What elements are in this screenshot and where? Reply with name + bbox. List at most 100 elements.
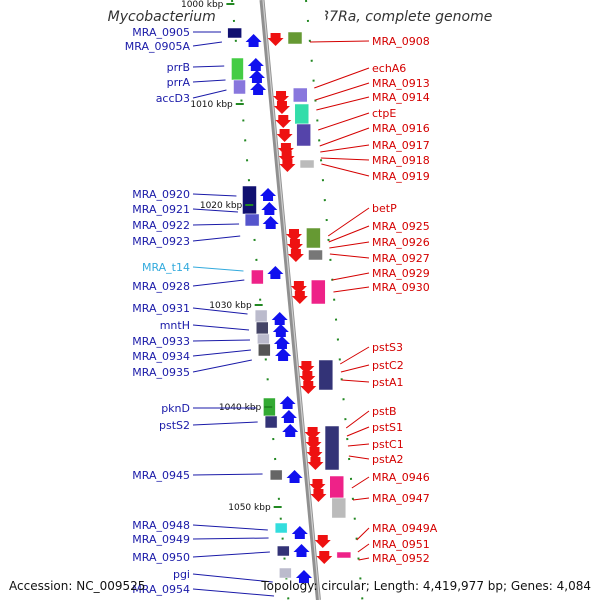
gene-label-left: MRA_0934 [132,350,190,363]
gene-arrow-plus [310,489,327,502]
leader-line-right [341,379,370,383]
gene-arrow-minus [250,82,267,95]
leader-line-left [192,421,258,426]
leader-line-right [348,455,370,460]
leader-line-left [192,279,245,287]
feature-block-left [244,213,260,227]
gene-label-right: pstS3 [372,341,403,354]
gene-label-right: pstC1 [372,438,404,451]
gene-arrow-minus [286,470,303,483]
leader-line-right [332,272,370,281]
feature-block-left [242,185,257,215]
gene-arrow-plus [298,361,315,374]
gene-label-left: MRA_0945 [132,469,190,482]
gene-arrow-plus [305,437,322,450]
gene-label-right: ctpE [372,107,396,120]
leader-line-right [315,82,370,101]
gene-arrow-plus [300,381,317,394]
gene-arrow-minus [279,396,296,409]
leader-line-left [192,193,237,197]
gene-label-right: MRA_0917 [372,139,430,152]
leader-line-left [192,266,244,272]
kbp-tick-label: 1020 kbp [200,201,243,211]
leader-line-right [357,543,370,553]
gene-label-left: MRA_0935 [132,366,190,379]
gene-arrow-plus [316,551,333,564]
kbp-tick-label: 1030 kbp [209,301,252,311]
leader-line-left [192,307,248,315]
gene-arrow-minus [275,348,292,361]
gene-label-left: MRA_0923 [132,235,190,248]
gene-arrow-plus [277,143,294,156]
leader-line-left [192,537,269,540]
gene-label-right: MRA_0951 [372,538,430,551]
leader-line-right [358,557,370,561]
genome-backbone [259,0,321,600]
leader-line-left [192,324,250,331]
gene-label-right: MRA_0914 [372,91,430,104]
leader-line-left [192,235,241,242]
leader-line-right [320,157,370,161]
feature-block-left [258,343,271,357]
feature-block-right [293,87,308,103]
gene-arrow-plus [276,129,293,142]
gene-label-left: accD3 [156,92,190,105]
gene-arrow-plus [306,447,323,460]
feature-block-right [324,425,340,471]
feature-block-left [269,469,283,481]
gene-label-left: pstS2 [159,419,190,432]
gene-label-left: prrB [167,61,190,74]
leader-line-right [351,476,370,489]
gene-label-right: MRA_0929 [372,267,430,280]
gene-label-left: MRA_0954 [132,583,190,596]
gene-label-right: MRA_0926 [372,236,430,249]
gene-label-right: MRA_0947 [372,492,430,505]
feature-block-right [299,159,315,169]
leader-line-right [329,253,370,259]
gene-arrow-minus [293,544,310,557]
topology-text: Topology: circular; Length: 4,419,977 bp… [261,579,591,593]
gene-label-left: MRA_0948 [132,519,190,532]
leader-line-right [328,225,370,243]
gene-label-right: pstA1 [372,376,404,389]
gene-label-left: MRA_t14 [142,261,190,274]
leader-line-left [192,89,227,99]
gene-label-left: pknD [161,402,190,415]
gene-arrow-minus [273,336,290,349]
gene-label-right: MRA_0946 [372,471,430,484]
leader-line-left [192,65,225,68]
gene-label-right: echA6 [372,62,406,75]
gene-arrow-plus [275,115,292,128]
feature-block-left [254,309,268,323]
leader-line-left [192,208,238,213]
gene-arrow-plus [314,535,331,548]
feature-block-left [277,545,290,557]
gene-arrow-minus [271,312,288,325]
leader-line-right [356,527,370,541]
feature-block-right [294,103,310,125]
leader-line-left [192,573,273,583]
leader-line-left [192,79,226,83]
feature-block-right [308,249,323,261]
leader-line-right [314,67,370,89]
gene-label-left: MRA_0920 [132,188,190,201]
feature-block-right [296,123,311,147]
leader-line-right [340,364,370,373]
gene-arrow-plus [267,33,284,46]
gene-label-left: MRA_0931 [132,302,190,315]
leader-line-right [329,241,370,249]
leader-line-left [192,588,275,597]
gene-label-left: MRA_0905 [132,26,190,39]
gene-arrow-plus [279,159,296,172]
leader-line-left [192,339,250,342]
leader-line-left [192,551,270,558]
gene-label-right: pstC2 [372,359,404,372]
kbp-tick-label: 1050 kbp [228,503,271,513]
gene-label-right: MRA_0952 [372,552,430,565]
gene-label-right: MRA_0925 [372,220,430,233]
gene-label-right: betP [372,202,397,215]
feature-block-left [231,57,244,81]
leader-line-left [192,223,240,226]
gene-arrow-plus [309,479,326,492]
